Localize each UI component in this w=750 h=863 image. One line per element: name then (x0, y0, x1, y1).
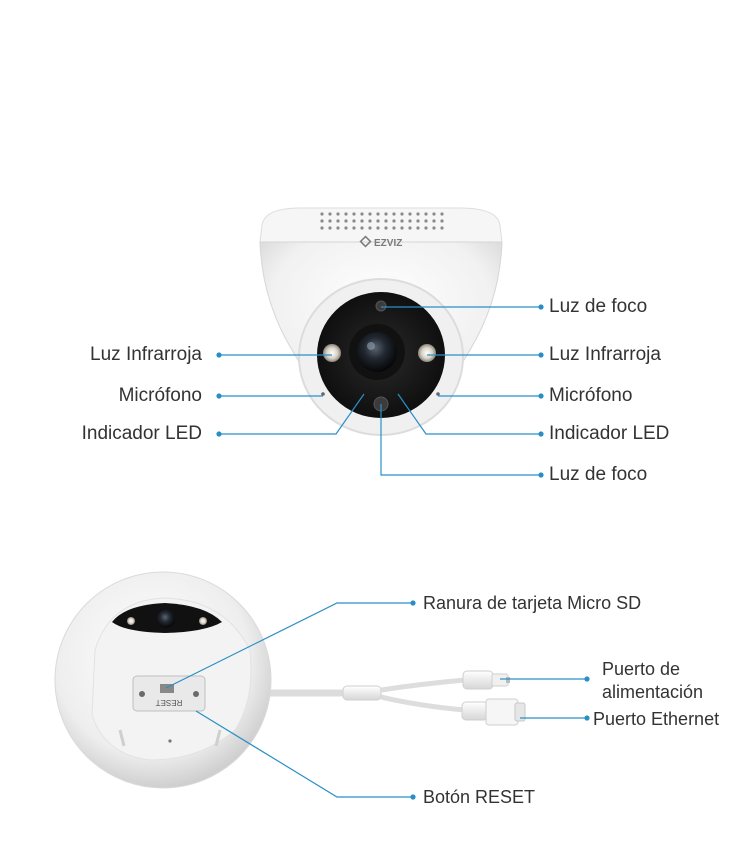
ball-mark-left (118, 729, 126, 747)
lens-glint (367, 342, 375, 350)
bottom-leader-lines (165, 600, 590, 800)
ezviz-logo: EZVIZ (359, 235, 402, 249)
label-power-port-line2: alimentación (602, 682, 704, 702)
leader-dot-spotlight-top (538, 304, 544, 310)
front-leader-lines (216, 304, 544, 478)
label-spotlight-top: Luz de foco (549, 296, 648, 317)
label-mic-left: Micrófono (118, 385, 202, 406)
leader-dot-ethernet-port (584, 715, 590, 721)
label-infrared-right: Luz Infrarroja (549, 344, 661, 365)
camera-lens (357, 332, 397, 372)
ball-lens (157, 610, 175, 628)
leader-dot-led-left (216, 431, 222, 437)
cable-splitter (342, 685, 382, 701)
mic-hole-left (321, 392, 325, 396)
leader-spotlight-bottom (380, 404, 541, 476)
sd-slot-graphic (160, 684, 174, 693)
leader-dot-infrared-right (538, 352, 544, 358)
label-power-port-line1: Puerto de (602, 659, 681, 679)
leader-dot-reset-button (410, 794, 416, 800)
label-reset-button: Botón RESET (423, 787, 536, 807)
label-led-left: Indicador LED (81, 423, 202, 444)
reset-panel-text: RESET (156, 698, 183, 707)
ball-ir-left (127, 617, 135, 625)
leader-dot-mic-left (216, 393, 222, 399)
brand-logo-text: EZVIZ (374, 238, 402, 249)
label-infrared-left: Luz Infrarroja (90, 344, 202, 365)
leader-dot-spotlight-bottom (538, 472, 544, 478)
ir-led-left (323, 344, 341, 362)
ethernet-cable (380, 694, 466, 713)
label-spotlight-bottom: Luz de foco (549, 464, 648, 485)
leader-dot-mic-right (538, 393, 544, 399)
leader-led-left (219, 393, 365, 435)
leader-reset-button (195, 710, 413, 798)
label-mic-right: Micrófono (549, 385, 633, 406)
bottom-camera-illustration: RESET (54, 571, 526, 789)
leader-sd-slot (165, 602, 413, 689)
spotlight-top-led (375, 300, 387, 312)
leader-dot-infrared-left (216, 352, 222, 358)
power-cable (380, 677, 466, 693)
front-camera-illustration: EZVIZ (259, 207, 503, 436)
leader-dot-power-port (584, 676, 590, 682)
bottom-panel (132, 675, 206, 712)
leader-led-right (397, 393, 541, 435)
mic-hole-right (436, 392, 440, 396)
ir-led-right (418, 344, 436, 362)
ball-mark-right (214, 729, 222, 747)
ethernet-plug (461, 698, 526, 726)
label-led-right: Indicador LED (549, 423, 670, 444)
panel-screw-right (193, 691, 199, 697)
ball-ir-right (199, 617, 207, 625)
ball-mic-hole (168, 739, 172, 743)
mount-cap (259, 207, 503, 243)
speaker-vents (320, 212, 444, 230)
panel-screw-left (139, 691, 145, 697)
leader-dot-sd-slot (410, 600, 416, 606)
label-sd-slot: Ranura de tarjeta Micro SD (423, 593, 642, 613)
leader-dot-led-right (538, 431, 544, 437)
label-ethernet-port: Puerto Ethernet (593, 709, 720, 729)
power-plug (462, 670, 510, 690)
